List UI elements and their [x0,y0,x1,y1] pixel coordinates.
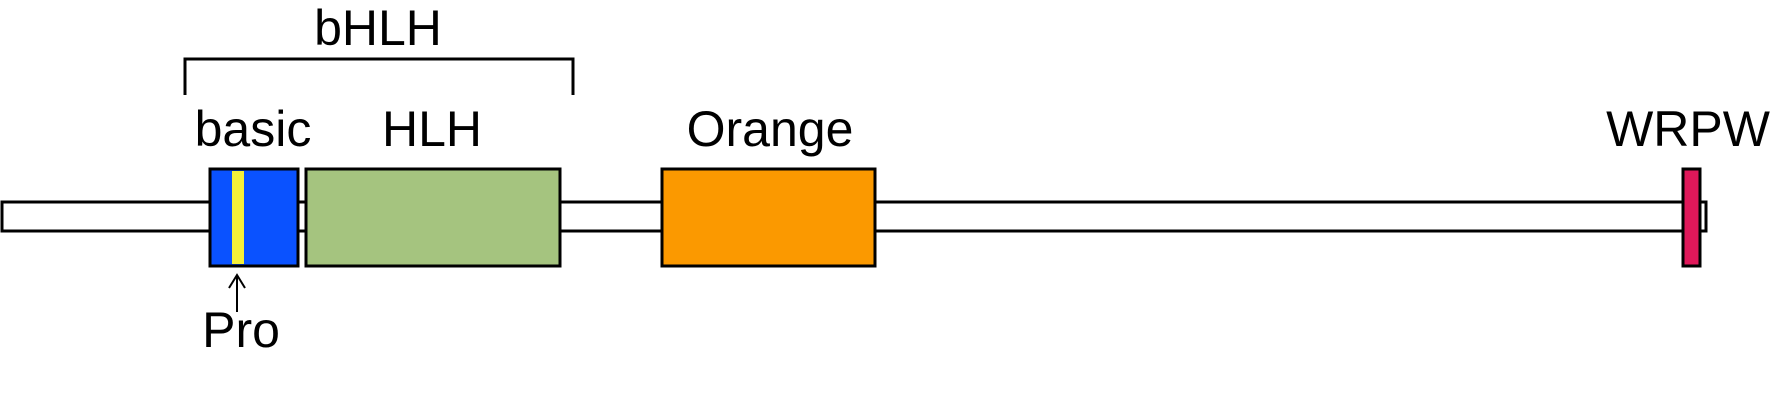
pro-label: Pro [202,302,280,358]
basic-domain [208,167,300,268]
hlh-label: HLH [382,101,482,157]
wrpw-label: WRPW [1606,101,1771,157]
wrpw-motif [1681,167,1702,268]
pro-arrow-icon [228,273,246,312]
orange-domain [660,167,877,268]
basic-label: basic [195,101,312,157]
orange-label: Orange [687,101,854,157]
bhlh-label: bHLH [314,0,442,56]
hlh-domain [304,167,562,268]
pro-motif-stripe [232,171,244,264]
bhlh-bracket [183,57,575,95]
